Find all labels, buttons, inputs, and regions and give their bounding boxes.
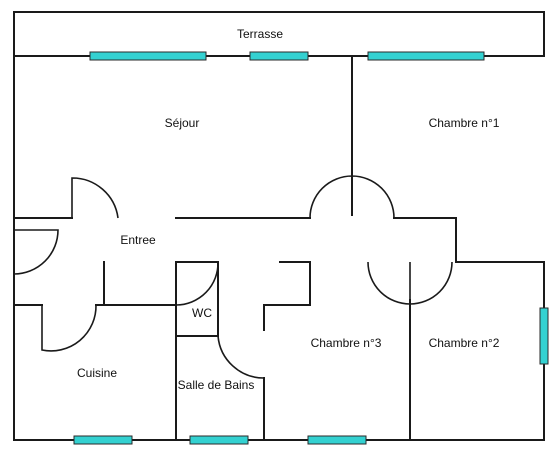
room-labels: Terrasse Séjour Chambre n°1 Entree WC Cu… bbox=[77, 27, 500, 392]
label-salle-de-bains: Salle de Bains bbox=[178, 378, 255, 392]
door-chambre3-chambre2 bbox=[367, 261, 453, 305]
label-chambre2: Chambre n°2 bbox=[429, 336, 500, 350]
window-chambre3 bbox=[307, 435, 367, 445]
door-salle-de-bains bbox=[217, 335, 265, 379]
windows bbox=[73, 51, 549, 445]
label-wc: WC bbox=[192, 306, 212, 320]
label-terrasse: Terrasse bbox=[237, 27, 283, 41]
window-sejour-2 bbox=[249, 51, 309, 61]
window-sejour-1 bbox=[89, 51, 207, 61]
door-chambre1-double bbox=[309, 175, 395, 219]
door-sejour-entree bbox=[71, 177, 119, 219]
window-salle-de-bains bbox=[189, 435, 249, 445]
door-cuisine bbox=[41, 304, 97, 352]
label-entree: Entree bbox=[120, 233, 156, 247]
door-main-entrance bbox=[13, 229, 59, 275]
window-chambre2-side bbox=[539, 307, 549, 365]
window-chambre1 bbox=[367, 51, 485, 61]
label-chambre3: Chambre n°3 bbox=[311, 336, 382, 350]
label-cuisine: Cuisine bbox=[77, 366, 117, 380]
label-chambre1: Chambre n°1 bbox=[429, 116, 500, 130]
window-cuisine bbox=[73, 435, 133, 445]
door-wc bbox=[175, 261, 219, 306]
label-sejour: Séjour bbox=[165, 116, 200, 130]
doors bbox=[13, 175, 453, 379]
